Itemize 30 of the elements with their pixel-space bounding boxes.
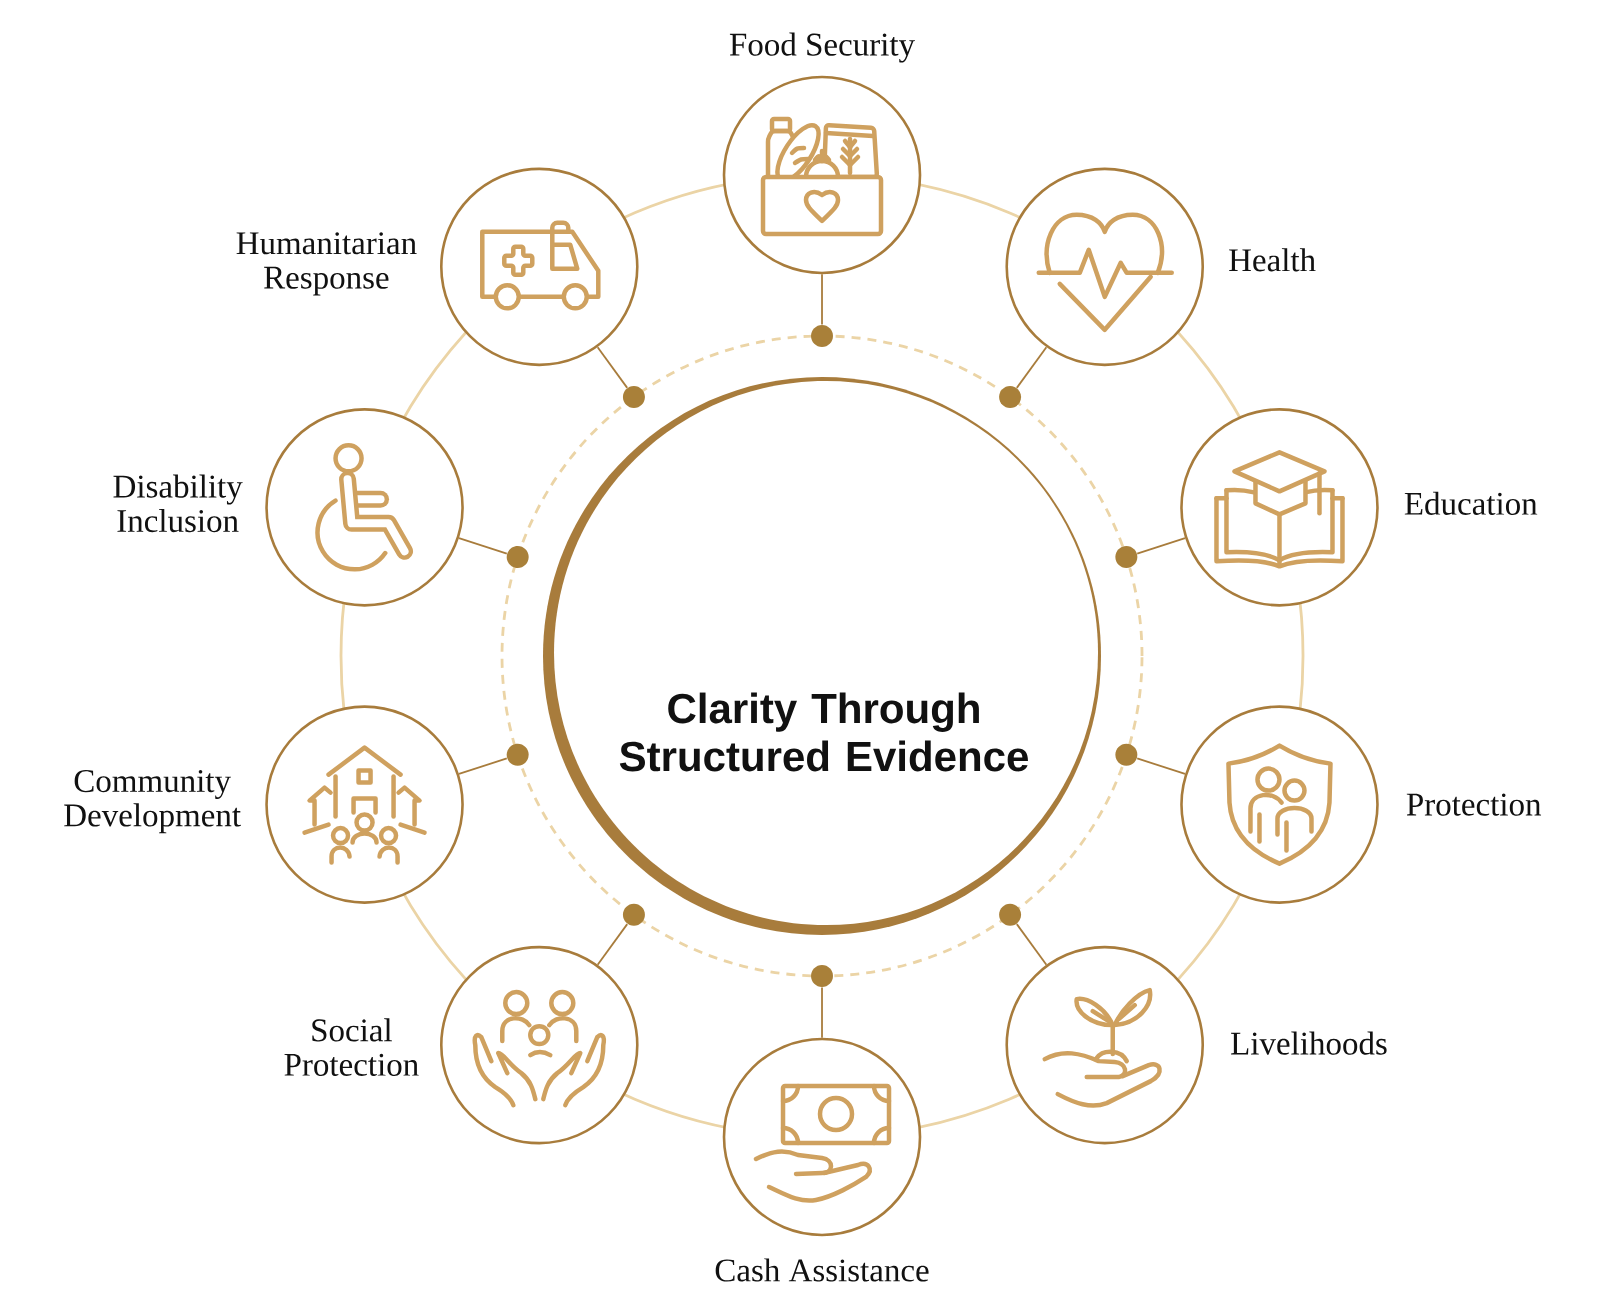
label: Cash Assistance <box>715 1258 929 1282</box>
dot <box>999 903 1022 926</box>
dot <box>1115 546 1138 569</box>
label: Humanitarian Response <box>236 232 417 296</box>
label: Education <box>1404 491 1538 515</box>
label: Livelihoods <box>1231 1031 1387 1055</box>
connector-line <box>1015 346 1048 389</box>
connector-line <box>1136 757 1186 775</box>
dot <box>1115 743 1138 766</box>
connector-line <box>458 537 508 555</box>
label: Social Protection <box>284 1018 419 1076</box>
label: Community Development <box>64 769 241 834</box>
dot <box>506 546 529 569</box>
dot <box>622 386 645 409</box>
label: Food Security <box>729 32 915 63</box>
connector-line <box>821 986 823 1039</box>
dot <box>811 325 833 347</box>
connector-line <box>1015 923 1048 966</box>
label: Disability Inclusion <box>113 474 243 533</box>
dot <box>622 903 645 926</box>
dot <box>506 743 529 766</box>
connector-line <box>596 346 629 389</box>
label: Health <box>1229 248 1316 272</box>
label: Protection <box>1406 793 1542 816</box>
connector-line <box>596 923 629 966</box>
dot <box>811 965 833 987</box>
connector-line <box>1136 537 1186 555</box>
dot <box>999 386 1022 409</box>
connector-line <box>458 757 508 775</box>
connector-line <box>821 273 823 326</box>
